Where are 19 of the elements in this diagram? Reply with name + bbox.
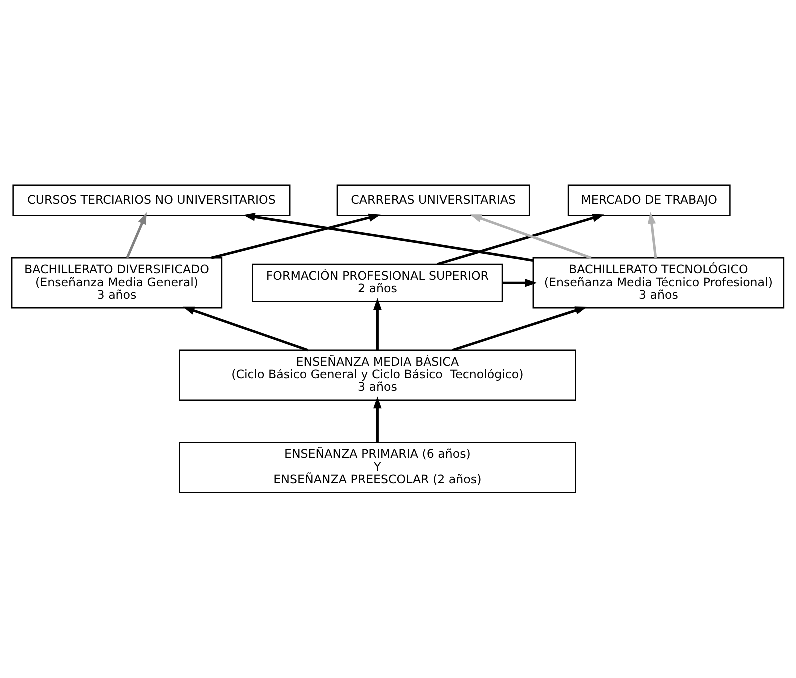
- node-box: BACHILLERATO TECNOLÓGICO (Enseñanza Media Técnico Profesional) 3 años: [532, 258, 785, 309]
- arrow: [502, 278, 538, 288]
- node-box: ENSEÑANZA PRIMARIA (6 años) Y ENSEÑANZA PREESCOLAR (2 años): [179, 442, 576, 494]
- node-box: BACHILLERATO DIVERSIFICADO (Enseñanza Media General) 3 años: [11, 258, 223, 309]
- node-box: CARRERAS UNIVERSITARIAS: [336, 184, 530, 216]
- arrow: [648, 212, 658, 258]
- arrow: [182, 306, 309, 352]
- arrow: [243, 212, 534, 262]
- arrow: [126, 212, 147, 259]
- node-box: FORMACIÓN PROFESIONAL SUPERIOR 2 años: [252, 264, 504, 302]
- node-box: MERCADO DE TRABAJO: [568, 184, 731, 216]
- arrow: [470, 214, 592, 260]
- node-box: ENSEÑANZA MEDIA BÁSICA (Ciclo Básico General y Ciclo Básico Tecnológico) 3 años: [179, 350, 576, 401]
- arrow: [437, 214, 605, 266]
- arrow: [374, 396, 382, 443]
- arrow: [374, 298, 382, 350]
- arrow: [452, 306, 588, 352]
- node-box: CURSOS TERCIARIOS NO UNIVERSITARIOS: [12, 184, 291, 216]
- arrow: [211, 214, 381, 260]
